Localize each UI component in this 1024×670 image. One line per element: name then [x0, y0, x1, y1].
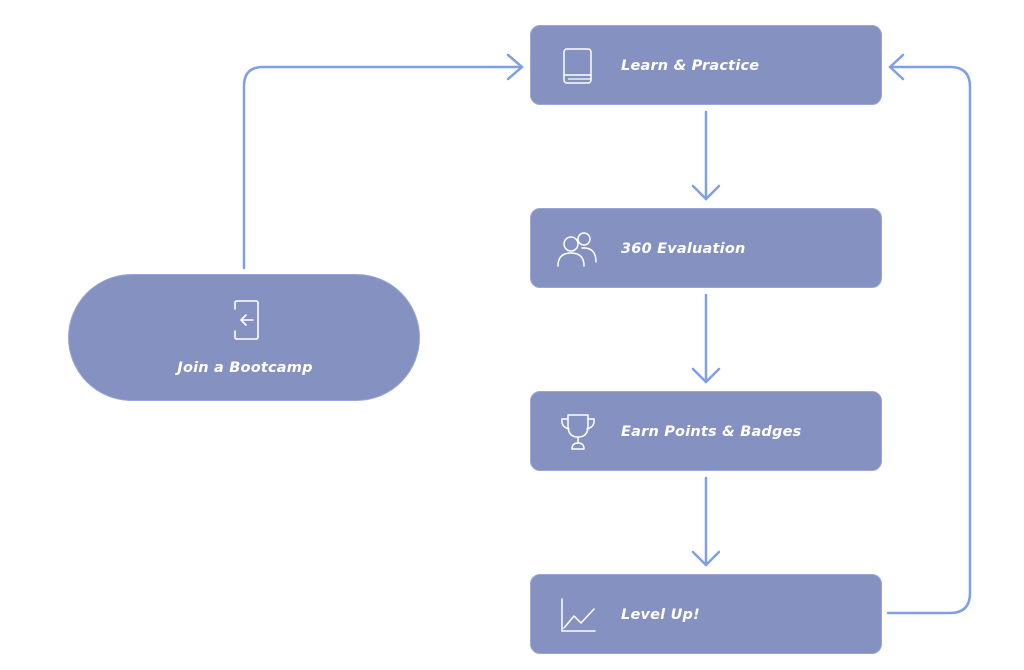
connector-join-to-learn [242, 65, 524, 270]
level-up-node: Level Up! [530, 574, 882, 654]
sign-in-icon [234, 300, 259, 340]
arrowhead-learn-to-eval [691, 184, 721, 201]
arrowhead-join-to-learn [506, 53, 524, 81]
earn-points-node: Earn Points & Badges [530, 391, 882, 471]
trophy-icon [561, 414, 595, 450]
evaluation-label: 360 Evaluation [621, 241, 746, 257]
learn-practice-node: Learn & Practice [530, 25, 882, 105]
arrowhead-eval-to-earn [691, 367, 721, 384]
connector-level-to-learn [886, 65, 972, 615]
join-bootcamp-node: Join a Bootcamp [68, 274, 420, 401]
join-bootcamp-label: Join a Bootcamp [177, 360, 313, 376]
users-icon [557, 232, 597, 267]
level-up-label: Level Up! [621, 607, 700, 623]
evaluation-node: 360 Evaluation [530, 208, 882, 288]
earn-points-label: Earn Points & Badges [621, 424, 802, 440]
chart-line-icon [561, 598, 596, 632]
learn-practice-label: Learn & Practice [621, 58, 760, 74]
arrowhead-level-to-learn [888, 53, 905, 81]
book-icon [563, 48, 592, 84]
arrowhead-earn-to-level [691, 550, 721, 567]
